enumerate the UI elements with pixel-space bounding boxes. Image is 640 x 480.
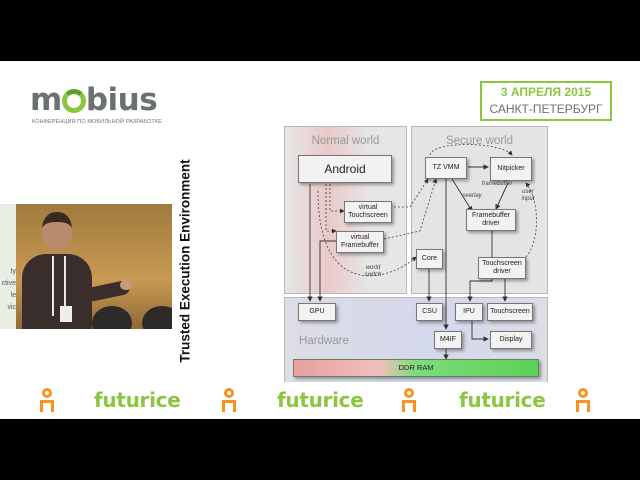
audience-head (92, 306, 132, 329)
speaker-video: ty ctive le vic (0, 204, 172, 329)
framebuffer-label: framebuffer (481, 181, 513, 187)
secure-world-label: Secure world (445, 135, 514, 147)
logo-text-post: bius (85, 82, 158, 118)
lanyard (52, 256, 66, 316)
logo-o-ring-icon (62, 89, 86, 113)
display-box: Display (490, 331, 532, 349)
futurice-logo: futurice (94, 388, 181, 412)
virtual-framebuffer-box: virtual Framebuffer (336, 231, 384, 253)
odnoklassniki-icon (400, 388, 418, 414)
sponsor-footer: futurice futurice futurice (0, 382, 640, 419)
odnoklassniki-icon (574, 388, 592, 414)
m4if-box: M4IF (434, 331, 462, 349)
speaker-head (42, 212, 72, 250)
event-date-box: 3 АПРЕЛЯ 2015 САНКТ-ПЕТЕРБУРГ (480, 81, 612, 121)
futurice-logo: futurice (277, 388, 364, 412)
user-input-label: user input (521, 189, 535, 202)
virtual-touchscreen-box: virtual Touchscreen (344, 201, 392, 223)
odnoklassniki-icon (38, 388, 56, 414)
slide-title: Trusted Execution Environment (176, 136, 194, 386)
nitpicker-box: Nitpicker (490, 157, 532, 181)
banner-line: ctive (1, 280, 16, 287)
slide-title-text: Trusted Execution Environment (177, 159, 193, 363)
normal-world-label: Normal world (311, 135, 380, 147)
event-date: 3 АПРЕЛЯ 2015 (500, 85, 592, 99)
banner-line: le (10, 292, 16, 299)
event-city: САНКТ-ПЕТЕРБУРГ (489, 102, 603, 116)
touchscreen-driver-box: Touchscreen driver (478, 257, 526, 279)
banner-line: vic (7, 304, 16, 311)
world-switch-label: world switch (364, 265, 382, 278)
rollup-banner: ty ctive le vic (0, 204, 16, 329)
hardware-label: Hardware (299, 335, 349, 347)
framebuffer-driver-box: Framebuffer driver (466, 209, 516, 231)
android-box: Android (298, 155, 392, 183)
overlay-label: overlay (462, 193, 482, 199)
core-box: Core (416, 249, 443, 269)
odnoklassniki-icon (220, 388, 238, 414)
name-badge (60, 306, 72, 322)
banner-text: ty ctive le vic (0, 266, 16, 314)
gpu-box: GPU (298, 303, 336, 321)
banner-line: ty (10, 268, 16, 275)
logo-text-pre: m (30, 82, 62, 118)
futurice-logo: futurice (459, 388, 546, 412)
touchscreen-box: Touchscreen (487, 303, 533, 321)
ddr-ram-box: DDR RAM (293, 359, 539, 377)
speaker-hand (120, 280, 132, 290)
ipu-box: IPU (455, 303, 483, 321)
audience-head (142, 306, 172, 329)
tz-vmm-box: TZ VMM (425, 157, 467, 179)
speaker-body (22, 254, 92, 329)
logo-subtitle: КОНФЕРЕНЦИЯ ПО МОБИЛЬНОЙ РАЗРАБОТКЕ (32, 119, 162, 125)
csu-box: CSU (416, 303, 443, 321)
